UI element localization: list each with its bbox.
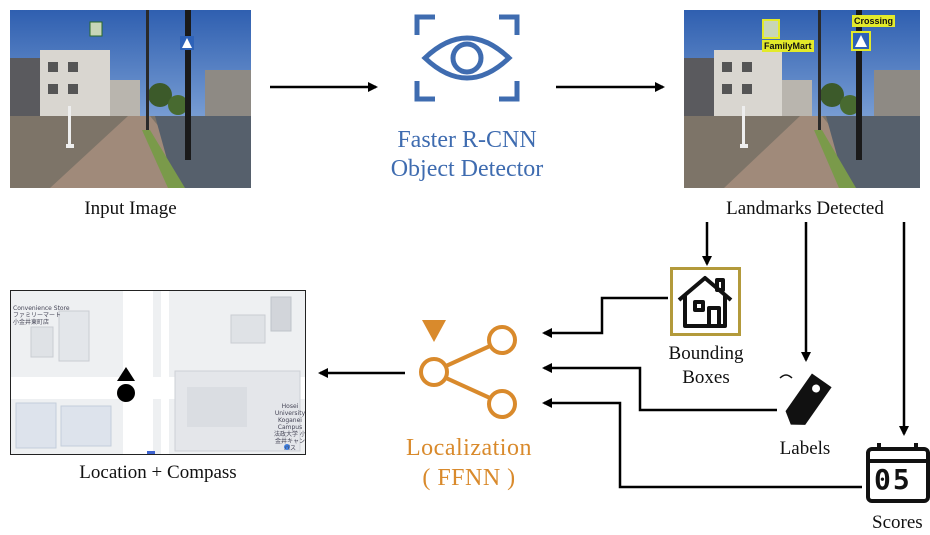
scores-caption: Scores: [872, 512, 923, 533]
detected-label-crossing: Crossing: [852, 15, 896, 27]
map-label-store-name: Convenience Store: [13, 305, 70, 312]
scoreboard-glyph: 05: [874, 463, 912, 496]
map-label-store-jp2: 小金井東町店: [13, 319, 50, 326]
bounding-boxes-line1: Bounding: [668, 343, 744, 364]
scoreboard-icon: 05: [865, 443, 930, 503]
detector-line1: Faster R-CNN: [397, 127, 537, 153]
map-label-campus: Hosei University Koganei Campus 法政大学 小金井…: [273, 403, 306, 452]
location-compass-icon: [114, 365, 138, 405]
arrow-bboxes-to-localization: [542, 296, 668, 338]
input-image-caption: Input Image: [84, 198, 177, 219]
detector-line2: Object Detector: [390, 156, 544, 182]
localization-title: Localization ( FFNN ): [380, 433, 558, 493]
map-label-campus-jp: 法政大学 小金井キャンパス: [274, 431, 306, 452]
detected-image-caption: Landmarks Detected: [726, 198, 884, 219]
detected-label-familymart: FamilyMart: [762, 40, 814, 52]
share-network-icon: [418, 318, 526, 426]
bounding-boxes-caption: Bounding Boxes: [648, 342, 764, 390]
arrow-labels-to-localization: [542, 363, 777, 412]
output-map-caption: Location + Compass: [79, 462, 237, 483]
eye-scan-icon: [413, 13, 521, 103]
map-label-store-jp1: ファミリーマート: [13, 312, 62, 319]
localization-line2: ( FFNN ): [422, 465, 516, 491]
bounding-boxes-line2: Boxes: [682, 367, 730, 388]
arrow-scores-to-localization: [542, 398, 862, 489]
input-image: [10, 10, 251, 188]
detector-title: Faster R-CNN Object Detector: [350, 126, 584, 184]
map-label-campus-name: Hosei University Koganei Campus: [274, 403, 306, 431]
detected-image: FamilyMart Crossing: [684, 10, 920, 188]
tag-icon: [778, 370, 838, 430]
house-icon: [670, 267, 741, 336]
localization-line1: Localization: [406, 435, 532, 461]
labels-caption: Labels: [779, 438, 831, 459]
map-label-store: Convenience Store ファミリーマート 小金井東町店: [13, 305, 93, 326]
output-map: Convenience Store ファミリーマート 小金井東町店 Hosei …: [10, 290, 306, 455]
